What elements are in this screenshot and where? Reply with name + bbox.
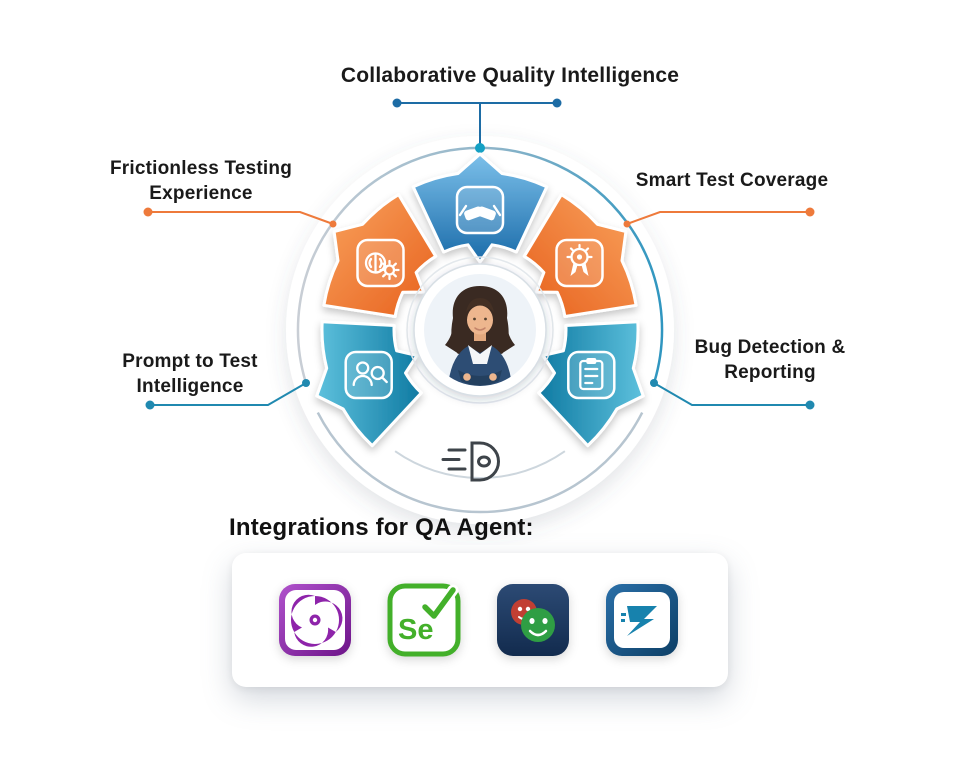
integrations-card: Se [232, 553, 728, 687]
connector-lower-left [145, 379, 310, 410]
inner-bottom-arc [394, 450, 566, 479]
connector-dot [302, 379, 310, 387]
connector-dot [475, 143, 485, 153]
connector-dot [329, 220, 337, 228]
selenium-icon: Se [385, 581, 463, 659]
label-frictionless-testing-experience: Frictionless Testing Experience [109, 158, 293, 205]
connector-dot [805, 207, 815, 217]
connector-dot [623, 220, 631, 228]
rocket-d-logo [441, 441, 500, 482]
label-collaborative-quality-intelligence: Collaborative Quality Intelligence [340, 64, 680, 87]
selenium-se-text: Se [398, 614, 433, 646]
handshake-icon [458, 204, 502, 221]
zephyr-z-icon [603, 581, 681, 659]
outer-ring-bottom-arc [316, 412, 644, 514]
label-bug-detection-reporting: Bug Detection & Reporting [694, 337, 846, 384]
integrations-heading: Integrations for QA Agent: [229, 514, 534, 541]
connector-dot [392, 98, 402, 108]
connector-upper-right [623, 207, 815, 228]
qa-engineer-avatar [406, 256, 554, 404]
test-report-icon [579, 358, 604, 391]
label-smart-test-coverage: Smart Test Coverage [635, 170, 829, 191]
connector-dot [145, 400, 155, 410]
ai-brain-gear-icon [364, 252, 400, 281]
connector-dot [143, 207, 153, 217]
connector-top [392, 98, 562, 153]
connector-lower-right [650, 379, 815, 410]
tester-search-icon [352, 361, 388, 387]
playwright-masks-icon [494, 581, 572, 659]
label-prompt-to-test-intelligence: Prompt to Test Intelligence [122, 351, 258, 398]
quality-badge-icon [566, 243, 593, 276]
qa-agent-wheel-diagram [143, 98, 815, 524]
segment-lower-left [315, 320, 423, 448]
connector-dot [552, 98, 562, 108]
connector-dot [805, 400, 815, 410]
connector-dot [650, 379, 658, 387]
appium-swirl-icon [276, 581, 354, 659]
connector-upper-left [143, 207, 337, 228]
